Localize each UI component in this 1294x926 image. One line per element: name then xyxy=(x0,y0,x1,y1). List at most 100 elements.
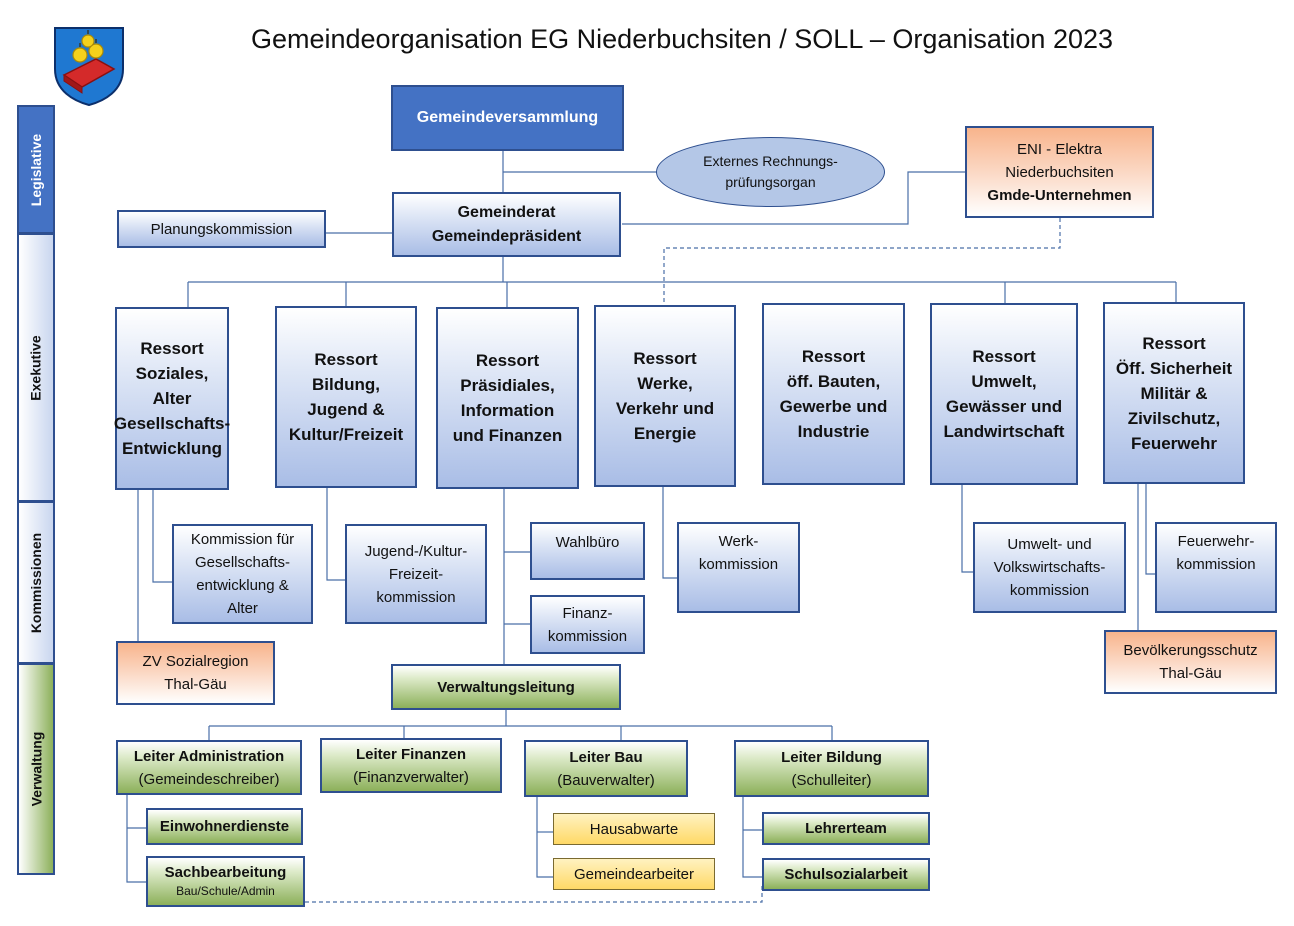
lehrerteam-box: Lehrerteam xyxy=(762,812,930,845)
leiter-bau-box: Leiter Bau (Bauverwalter) xyxy=(524,740,688,797)
einwohnerdienste-box: Einwohnerdienste xyxy=(146,808,303,845)
ressort-line: Kultur/Freizeit xyxy=(288,425,404,444)
ressort-line: Ressort xyxy=(314,350,378,369)
leiter-title: Leiter Finanzen xyxy=(355,745,467,763)
sidebar-verwaltung: Verwaltung xyxy=(17,663,55,875)
ressort-werke: Ressort Werke, Verkehr und Energie xyxy=(594,305,736,487)
leiter-sub: (Schulleiter) xyxy=(791,771,872,789)
ressort-line: Ressort xyxy=(140,339,204,358)
ressort-umwelt: Ressort Umwelt, Gewässer und Landwirtsch… xyxy=(930,303,1078,485)
schulsozialarbeit-box: Schulsozialarbeit xyxy=(762,858,930,891)
einwohnerdienste-label: Einwohnerdienste xyxy=(159,818,290,835)
kommission-line: Umwelt- und xyxy=(1007,536,1092,553)
zv-line: ZV Sozialregion xyxy=(142,653,249,670)
leiter-finanzen-box: Leiter Finanzen (Finanzverwalter) xyxy=(320,738,502,793)
kommission-line: kommission xyxy=(547,627,628,645)
hausabwarte-label: Hausabwarte xyxy=(589,820,679,838)
kommission-feuerwehr: Feuerwehr- kommission xyxy=(1155,522,1277,613)
leiter-sub: (Gemeindeschreiber) xyxy=(138,770,280,788)
ressort-line: Ressort xyxy=(801,347,866,366)
ressort-line: Energie xyxy=(633,424,697,443)
ressort-line: Industrie xyxy=(797,422,870,441)
verwaltungsleitung-label: Verwaltungsleitung xyxy=(437,678,575,696)
kommission-line: kommission xyxy=(1009,582,1090,599)
kommission-line: kommission xyxy=(1176,556,1256,573)
kommission-line: Wahlbüro xyxy=(555,534,620,551)
sidebar-legislative: Legislative xyxy=(17,105,55,234)
planungskommission-box: Planungskommission xyxy=(117,210,326,248)
page-title: Gemeindeorganisation EG Niederbuchsiten … xyxy=(250,24,1114,54)
leiter-bildung-box: Leiter Bildung (Schulleiter) xyxy=(734,740,929,797)
ressort-line: Militär & xyxy=(1140,383,1208,403)
ressort-line: und Finanzen xyxy=(452,426,563,445)
gemeinderat-box: Gemeinderat Gemeindepräsident xyxy=(392,192,621,257)
kommission-line: Freizeit- xyxy=(388,565,444,583)
ressort-bildung: Ressort Bildung, Jugend & Kultur/Freizei… xyxy=(275,306,417,488)
kommission-line: Feuerwehr- xyxy=(1177,533,1255,550)
kommission-werk: Werk- kommission xyxy=(677,522,800,613)
gemeindeversammlung-label: Gemeindeversammlung xyxy=(416,109,599,126)
sachbearbeitung-box: Sachbearbeitung Bau/Schule/Admin xyxy=(146,856,305,907)
gemeinderat-line-1: Gemeinderat xyxy=(457,203,556,221)
eni-line-3: Gmde-Unternehmen xyxy=(987,186,1132,204)
schulsozialarbeit-label: Schulsozialarbeit xyxy=(784,866,908,883)
lehrerteam-label: Lehrerteam xyxy=(805,820,887,837)
ressort-line: Soziales, Alter xyxy=(135,364,209,408)
leiter-sub: (Bauverwalter) xyxy=(557,771,655,789)
ressort-line: Umwelt, xyxy=(971,372,1037,391)
ressort-soziales: Ressort Soziales, Alter Gesellschafts- E… xyxy=(113,307,231,490)
ressort-line: Gesellschafts- xyxy=(113,414,231,433)
hausabwarte-box: Hausabwarte xyxy=(553,813,715,845)
leiter-title: Leiter Administration xyxy=(133,747,285,765)
ressort-praesidiales: Ressort Präsidiales, Information und Fin… xyxy=(436,307,579,489)
ressort-line: Feuerwehr xyxy=(1131,433,1217,453)
ressort-line: Öff. Sicherheit xyxy=(1115,358,1233,378)
ressort-line: Präsidiales, xyxy=(460,376,555,395)
ressort-line: Werke, xyxy=(637,374,693,393)
kommission-line: Werk- xyxy=(718,533,759,550)
eni-box: ENI - Elektra Niederbuchsiten Gmde-Unter… xyxy=(965,126,1154,218)
ressort-line: Bildung, xyxy=(312,375,380,394)
sidebar-exekutive-label: Exekutive xyxy=(28,334,44,401)
bevoelkerung-line: Bevölkerungsschutz xyxy=(1123,642,1258,659)
sidebar-kommissionen-label: Kommissionen xyxy=(28,532,45,633)
rpo-line-1: Externes Rechnungs- xyxy=(703,153,838,169)
bevoelkerungsschutz-box: Bevölkerungsschutz Thal-Gäu xyxy=(1104,630,1277,694)
sidebar-verwaltung-label: Verwaltung xyxy=(28,731,44,807)
planungskommission-label: Planungskommission xyxy=(150,220,293,238)
coat-of-arms-logo xyxy=(54,27,124,107)
ressort-line: öff. Bauten, xyxy=(786,372,881,391)
gemeindearbeiter-box: Gemeindearbeiter xyxy=(553,858,715,890)
ressort-line: Information xyxy=(460,401,555,420)
sidebar-kommissionen: Kommissionen xyxy=(17,501,55,664)
sidebar-exekutive: Exekutive xyxy=(17,233,55,502)
ressort-line: Ressort xyxy=(475,351,540,370)
leiter-sub: (Finanzverwalter) xyxy=(353,768,469,786)
kommission-line: Finanz- xyxy=(562,604,613,622)
kommission-umwelt: Umwelt- und Volkswirtschafts- kommission xyxy=(973,522,1126,613)
sachbearbeitung-label: Sachbearbeitung xyxy=(164,863,287,881)
kommission-gesellschaft: Kommission für Gesellschafts- entwicklun… xyxy=(172,524,313,624)
verwaltungsleitung-box: Verwaltungsleitung xyxy=(391,664,621,710)
eni-line-2: Niederbuchsiten xyxy=(1005,163,1114,181)
ressort-line: Ressort xyxy=(1142,333,1206,353)
sidebar-legislative-label: Legislative xyxy=(28,133,44,206)
gemeinderat-line-2: Gemeindepräsident xyxy=(431,227,582,245)
ressort-line: Ressort xyxy=(633,349,697,368)
kommission-line: Gesellschafts- xyxy=(194,554,291,571)
kommission-line: Alter xyxy=(227,600,258,617)
kommission-line: Volkswirtschafts- xyxy=(993,559,1106,576)
ressort-line: Gewerbe und xyxy=(779,397,888,416)
ressort-line: Entwicklung xyxy=(121,439,223,458)
kommission-jugend: Jugend-/Kultur- Freizeit- kommission xyxy=(345,524,487,624)
ressort-sicherheit: Ressort Öff. Sicherheit Militär & Zivils… xyxy=(1103,302,1245,484)
ressort-line: Zivilschutz, xyxy=(1127,408,1221,428)
kommission-line: kommission xyxy=(698,556,779,573)
ressort-line: Gewässer und xyxy=(945,397,1063,416)
ressort-line: Jugend & xyxy=(307,400,385,419)
ressort-line: Ressort xyxy=(972,347,1036,366)
gemeindeversammlung-box: Gemeindeversammlung xyxy=(391,85,624,151)
kommission-wahlbuero: Wahlbüro xyxy=(530,522,645,580)
leiter-title: Leiter Bildung xyxy=(781,748,882,766)
ressort-bauten: Ressort öff. Bauten, Gewerbe und Industr… xyxy=(762,303,905,485)
